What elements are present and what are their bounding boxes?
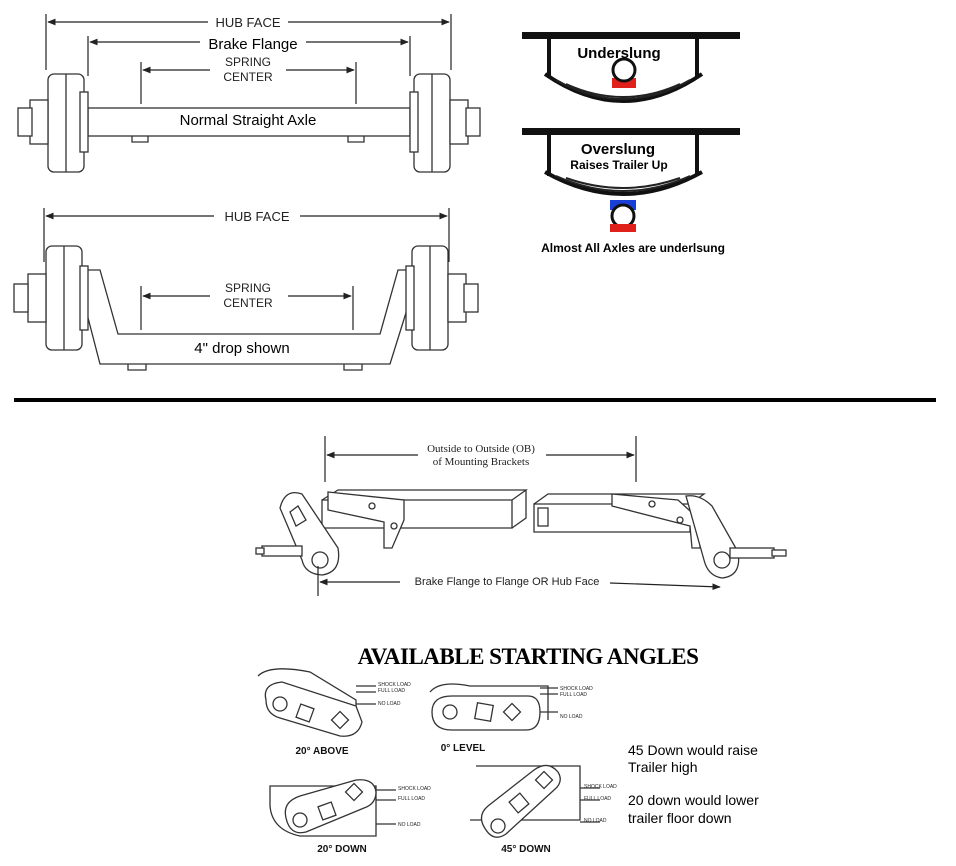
- shock-load-3: SHOCK LOAD: [398, 786, 431, 792]
- ob-label-2: of Mounting Brackets: [433, 456, 530, 468]
- full-load-1: FULL LOAD: [378, 688, 405, 694]
- underslung-label: Underslung: [577, 45, 660, 62]
- spring-center-label-drop-2: CENTER: [223, 296, 273, 310]
- angle-label-0-level: 0° LEVEL: [441, 743, 486, 754]
- overslung-sublabel: Raises Trailer Up: [570, 158, 667, 172]
- full-load-2: FULL LOAD: [560, 692, 587, 698]
- full-load-4: FULL LOAD: [584, 796, 611, 802]
- no-load-4: NO LOAD: [584, 818, 607, 824]
- torsion-axle-drawing: Outside to Outside (OB) of Mounting Brac…: [255, 436, 787, 596]
- shock-load-4: SHOCK LOAD: [584, 784, 617, 790]
- angles-title: AVAILABLE STARTING ANGLES: [358, 644, 699, 669]
- angle-0-level: SHOCK LOAD FULL LOAD NO LOAD 0° LEVEL: [429, 683, 593, 754]
- angle-20-above: SHOCK LOAD FULL LOAD NO LOAD 20° ABOVE: [257, 668, 411, 757]
- angle-45-down: SHOCK LOAD FULL LOAD NO LOAD 45° DOWN: [470, 764, 617, 855]
- spring-center-label-top-2: CENTER: [223, 70, 273, 84]
- red-spring-pad: [612, 78, 636, 88]
- note-20-down-1: 20 down would lower: [628, 792, 759, 808]
- flange-to-flange-label: Brake Flange to Flange OR Hub Face: [415, 576, 600, 588]
- angle-label-20-down: 20° DOWN: [317, 844, 367, 855]
- brake-flange-label: Brake Flange: [208, 36, 297, 53]
- angle-label-45-down: 45° DOWN: [501, 844, 551, 855]
- angle-label-20-above: 20° ABOVE: [295, 746, 348, 757]
- shock-load-1: SHOCK LOAD: [378, 682, 411, 688]
- angle-20-down: SHOCK LOAD FULL LOAD NO LOAD 20° DOWN: [269, 779, 431, 855]
- no-load-2: NO LOAD: [560, 714, 583, 720]
- overslung-diagram: Overslung Raises Trailer Up Almost All A…: [522, 128, 740, 255]
- red-axle-pad: [610, 224, 636, 232]
- spring-center-label-drop-1: SPRING: [225, 281, 271, 295]
- drop-axle-caption: 4" drop shown: [194, 340, 289, 357]
- underslung-note: Almost All Axles are underlsung: [541, 241, 725, 255]
- underslung-diagram: Underslung: [522, 32, 740, 103]
- ob-label-1: Outside to Outside (OB): [427, 443, 535, 455]
- hub-face-label-drop: HUB FACE: [224, 209, 289, 224]
- spring-center-label-top-1: SPRING: [225, 55, 271, 69]
- note-20-down-2: trailer floor down: [628, 810, 732, 826]
- note-45-down-1: 45 Down would raise: [628, 742, 758, 758]
- shock-load-2: SHOCK LOAD: [560, 686, 593, 692]
- full-load-3: FULL LOAD: [398, 796, 425, 802]
- section-divider: [14, 398, 936, 402]
- note-45-down-2: Trailer high: [628, 759, 698, 775]
- no-load-1: NO LOAD: [378, 701, 401, 707]
- straight-axle-drawing: HUB FACE Brake Flange SPRING CENTER Norm…: [17, 14, 481, 173]
- overslung-label: Overslung: [581, 141, 655, 158]
- drop-axle-drawing: HUB FACE SPRING CENTER 4" drop shown: [13, 208, 479, 371]
- hub-face-label-top: HUB FACE: [215, 15, 280, 30]
- no-load-3: NO LOAD: [398, 822, 421, 828]
- straight-axle-caption: Normal Straight Axle: [180, 112, 317, 129]
